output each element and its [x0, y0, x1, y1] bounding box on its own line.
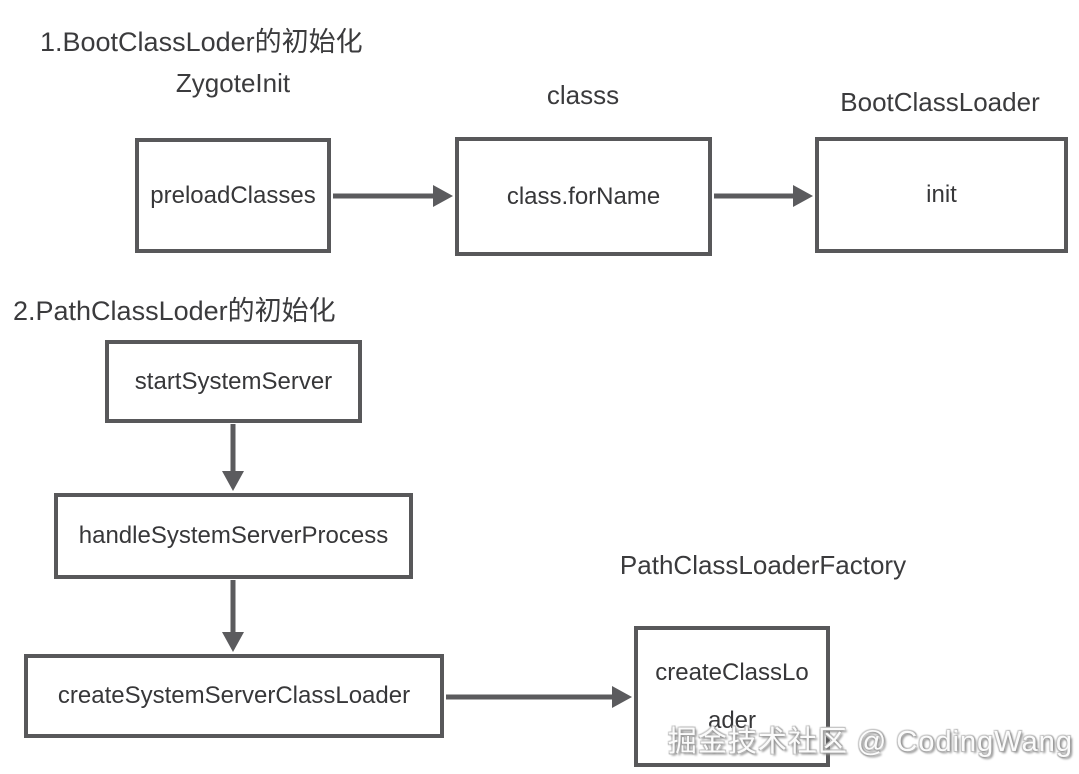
- node-createsystemserverclassloader-label: createSystemServerClassLoader: [57, 682, 411, 709]
- node-preloadclasses-label: preloadClasses: [150, 181, 316, 209]
- node-createclassloader-label: createClassLoader: [655, 658, 809, 734]
- node-createsystemserverclassloader: createSystemServerClassLoader: [24, 654, 444, 738]
- watermark-text: 掘金技术社区 @ CodingWang: [667, 726, 1073, 758]
- label-pathclassloaderfactory: PathClassLoaderFactory: [619, 550, 907, 580]
- node-handlesystemserverprocess-label: handleSystemServerProcess: [78, 522, 389, 549]
- node-classforname: class.forName: [455, 137, 712, 256]
- arrow-classforname-to-init: [714, 185, 813, 207]
- node-handlesystemserverprocess: handleSystemServerProcess: [54, 493, 413, 579]
- arrow-preloadclasses-to-classforname: [333, 185, 453, 207]
- node-init-label: init: [926, 181, 957, 208]
- label-classs: classs: [546, 80, 620, 110]
- section1-title: 1.BootClassLoder的初始化: [40, 27, 363, 57]
- node-preloadclasses: preloadClasses: [135, 138, 331, 253]
- label-zygoteinit: ZygoteInit: [175, 68, 291, 98]
- arrow-handlesystemserverprocess-to-createsystemserverclassloader: [222, 580, 244, 652]
- arrow-startsystemserver-to-handlesystemserverprocess: [222, 424, 244, 491]
- section2-title: 2.PathClassLoder的初始化: [13, 296, 336, 326]
- label-bootclassloader: BootClassLoader: [840, 87, 1040, 117]
- node-startsystemserver-label: startSystemServer: [134, 367, 333, 395]
- node-classforname-label: class.forName: [506, 182, 661, 210]
- arrow-createsystemserverclassloader-to-createclassloader: [446, 686, 632, 708]
- node-init: init: [815, 137, 1068, 253]
- node-startsystemserver: startSystemServer: [105, 340, 362, 423]
- node-createclassloader: createClassLoader: [634, 626, 830, 767]
